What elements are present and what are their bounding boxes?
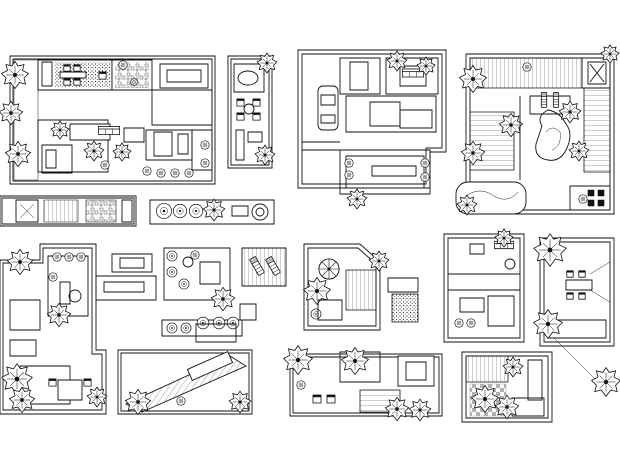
plan-center-garden (96, 248, 256, 342)
plan-pool-terrace (456, 44, 620, 216)
plan-small-deck (228, 52, 278, 168)
plan-l-garden-left (0, 244, 108, 414)
plan-umbrella-terrace (302, 244, 419, 330)
plan-room-grid (444, 228, 524, 342)
plan-strip-planters (0, 196, 136, 226)
plan-parking-courtyard (298, 50, 446, 210)
plan-courtyard-bottom (282, 344, 442, 422)
plan-deck-loungers (242, 248, 286, 286)
plan-bottom-right-terrace (462, 352, 552, 422)
plan-dining-terrace (532, 232, 620, 398)
plan-diagonal-deck (118, 350, 252, 416)
plan-circle-elements (150, 198, 274, 224)
plan-long-rooftop-garden (0, 56, 215, 184)
